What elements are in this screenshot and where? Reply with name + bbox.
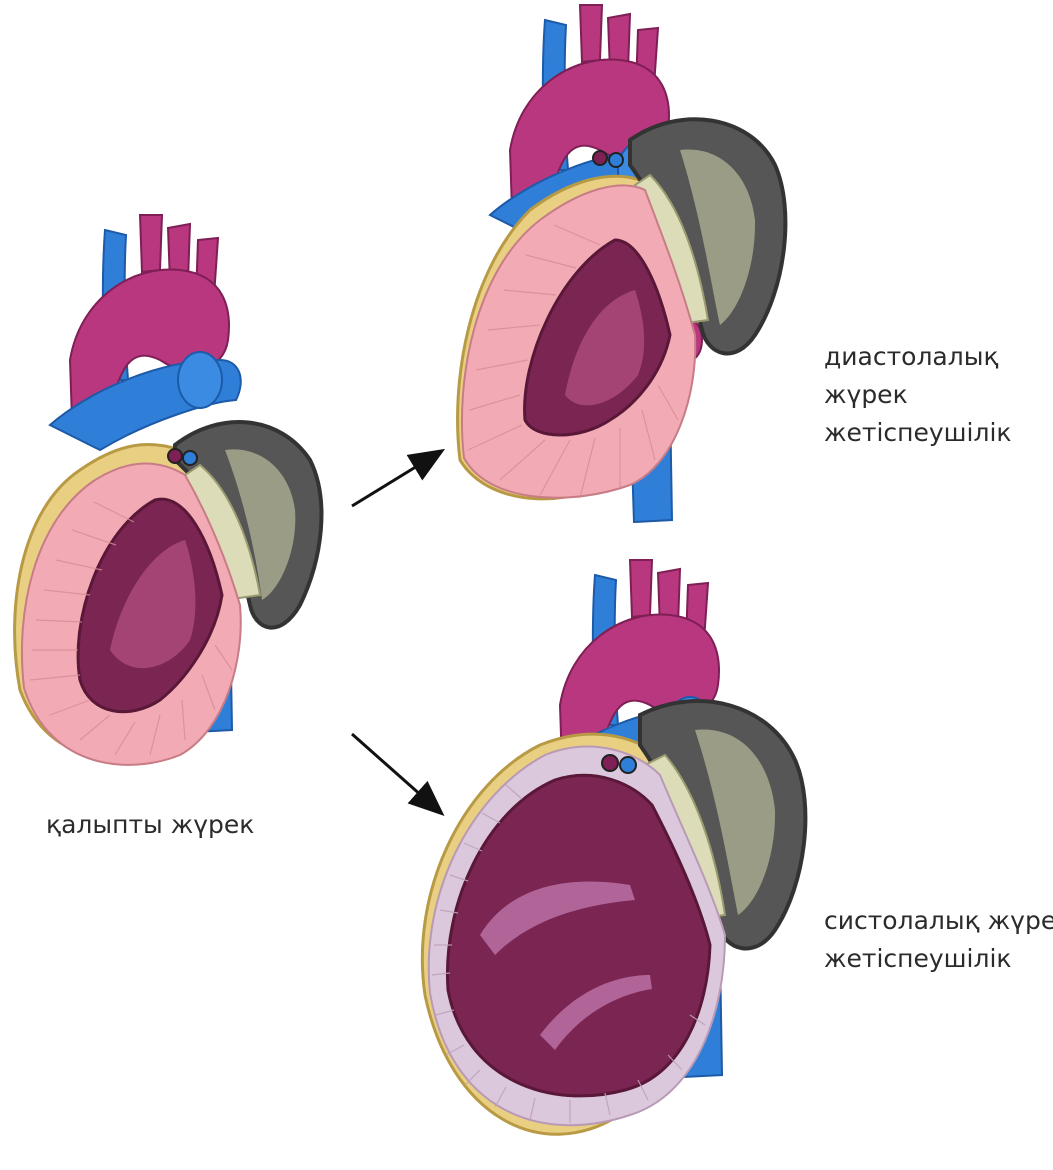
arrow-icon [352, 452, 440, 506]
diastolic-heart-icon [458, 5, 786, 522]
normal-heart-label: қалыпты жүрек [46, 806, 254, 844]
arrow-icon [352, 734, 440, 812]
systolic-label-line-1: систолалық жүрек [824, 902, 1053, 940]
systolic-label-line-2: жетіспеушілік [824, 940, 1053, 978]
normal-heart-label-text: қалыпты жүрек [46, 806, 254, 844]
diastolic-label-line-2: жүрек [824, 376, 1012, 414]
diastolic-heart-failure-label: диастолалық жүрек жетіспеушілік [824, 338, 1012, 452]
diastolic-label-line-3: жетіспеушілік [824, 414, 1012, 452]
normal-heart-icon [15, 215, 322, 765]
systolic-heart-icon [422, 560, 805, 1134]
systolic-heart-failure-label: систолалық жүрек жетіспеушілік [824, 902, 1053, 978]
diastolic-label-line-1: диастолалық [824, 338, 1012, 376]
